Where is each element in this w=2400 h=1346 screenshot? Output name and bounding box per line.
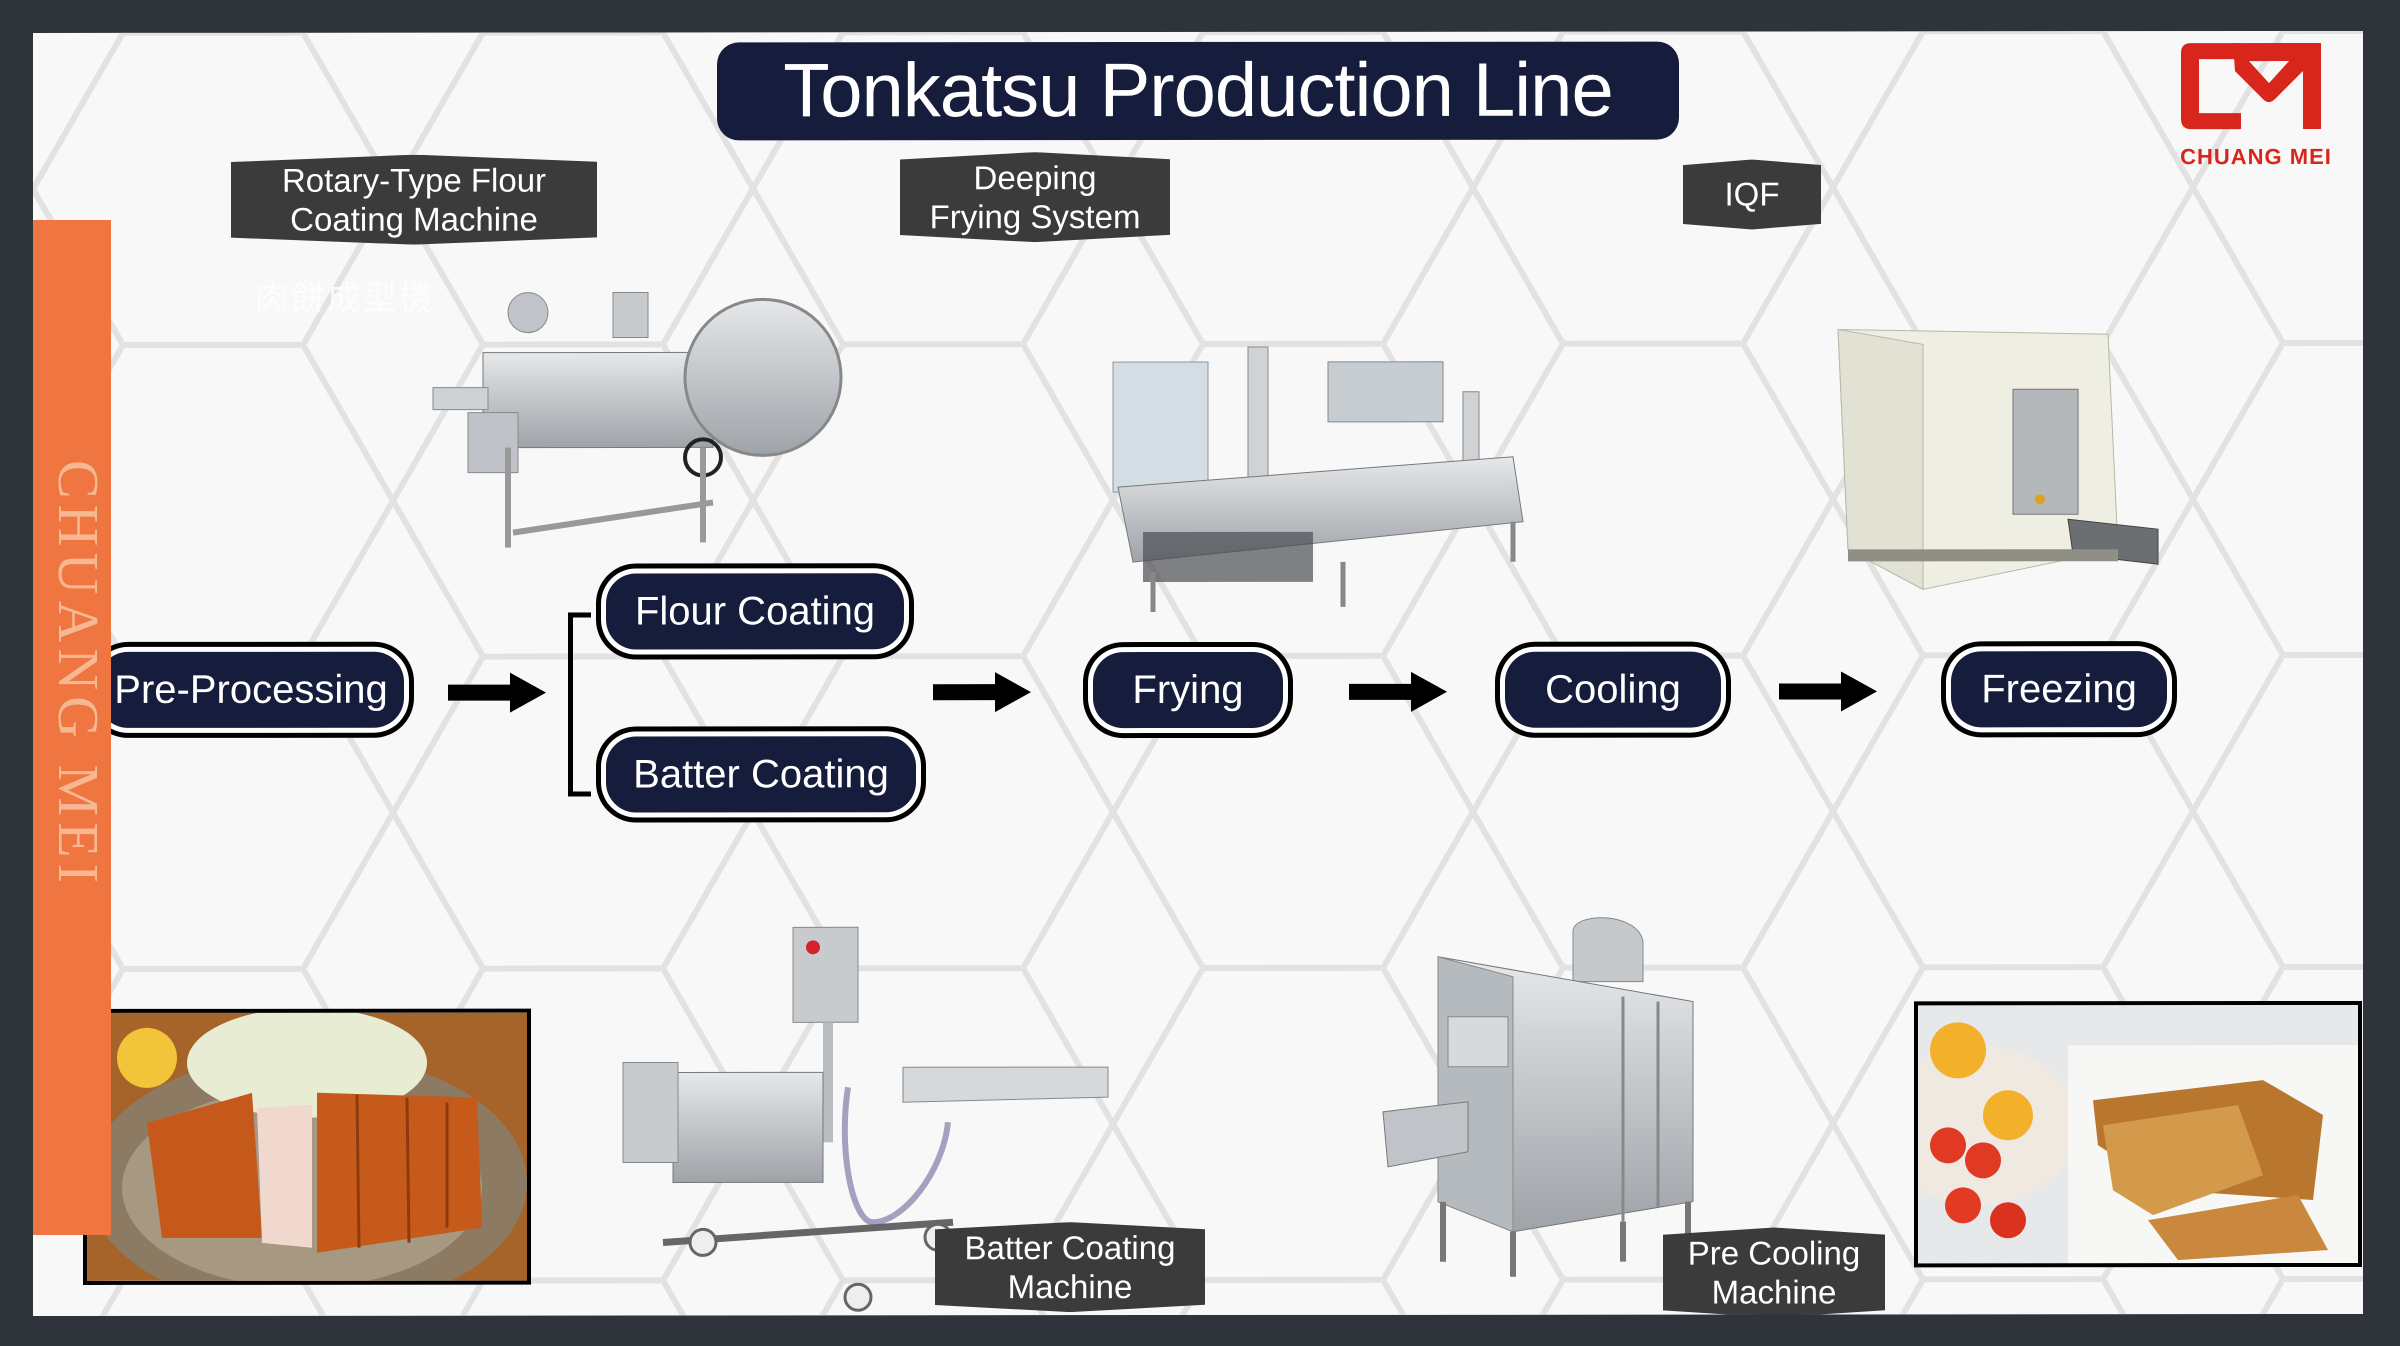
tag-line: IQF	[1724, 175, 1780, 213]
tag-rotary-flour-coating-machine: Rotary-Type Flour Coating Machine	[231, 155, 597, 245]
step-cooling: Cooling	[1505, 651, 1721, 728]
branch-bracket	[568, 612, 591, 797]
ghost-chinese-text: 肉餅成型機	[255, 279, 435, 318]
flow-arrow-icon	[1779, 671, 1877, 712]
chuang-mei-logo: CHUANG MEI	[2171, 31, 2341, 171]
flow-arrow-icon	[448, 672, 546, 713]
step-freezing: Freezing	[1951, 651, 2167, 728]
step-pre-processing: Pre-Processing	[98, 651, 404, 728]
tag-line: Coating Machine	[290, 200, 538, 238]
tag-line: Batter Coating	[964, 1229, 1176, 1267]
tag-batter-coating-machine: Batter Coating Machine	[935, 1222, 1205, 1312]
brand-name: CHUANG MEI	[2180, 144, 2332, 170]
brand-side-band: CHUANG MEI	[33, 219, 111, 1236]
tag-deep-frying-system: Deeping Frying System	[900, 152, 1170, 242]
tonkatsu-photo-image	[87, 1008, 527, 1285]
tag-line: Rotary-Type Flour	[281, 161, 547, 199]
tonkatsu-plate-photo	[83, 1008, 531, 1285]
tag-line: Frying System	[929, 198, 1141, 236]
rotary-flour-coating-machine-image	[432, 291, 843, 548]
step-batter-coating: Batter Coating	[606, 736, 916, 813]
breaded-cutlets-image	[1914, 1004, 2358, 1264]
flow-arrow-icon	[1349, 671, 1447, 712]
tag-iqf: IQF	[1683, 159, 1821, 229]
step-flour-coating: Flour Coating	[606, 573, 904, 650]
slide-canvas: CHUANG MEI Tonkatsu Production Line CHUA…	[33, 30, 2363, 1317]
side-band-text: CHUANG MEI	[46, 459, 111, 889]
flow-arrow-icon	[933, 672, 1031, 713]
tag-line: Pre Cooling	[1687, 1234, 1861, 1272]
cm-logo-icon	[2181, 43, 2321, 130]
page-title: Tonkatsu Production Line	[717, 41, 1679, 141]
tag-line: Machine	[1711, 1273, 1837, 1311]
step-frying: Frying	[1093, 651, 1283, 729]
tag-line: Machine	[1007, 1268, 1133, 1306]
breaded-cutlets-photo	[1914, 1000, 2362, 1268]
deep-frying-system-image	[1112, 346, 1524, 613]
pre-cooling-machine-image	[1382, 917, 1694, 1277]
tag-line: Deeping	[973, 159, 1097, 197]
tag-pre-cooling-machine: Pre Cooling Machine	[1663, 1227, 1885, 1316]
iqf-freezer-image	[1837, 328, 2159, 591]
batter-coating-machine-image	[622, 926, 1109, 1312]
